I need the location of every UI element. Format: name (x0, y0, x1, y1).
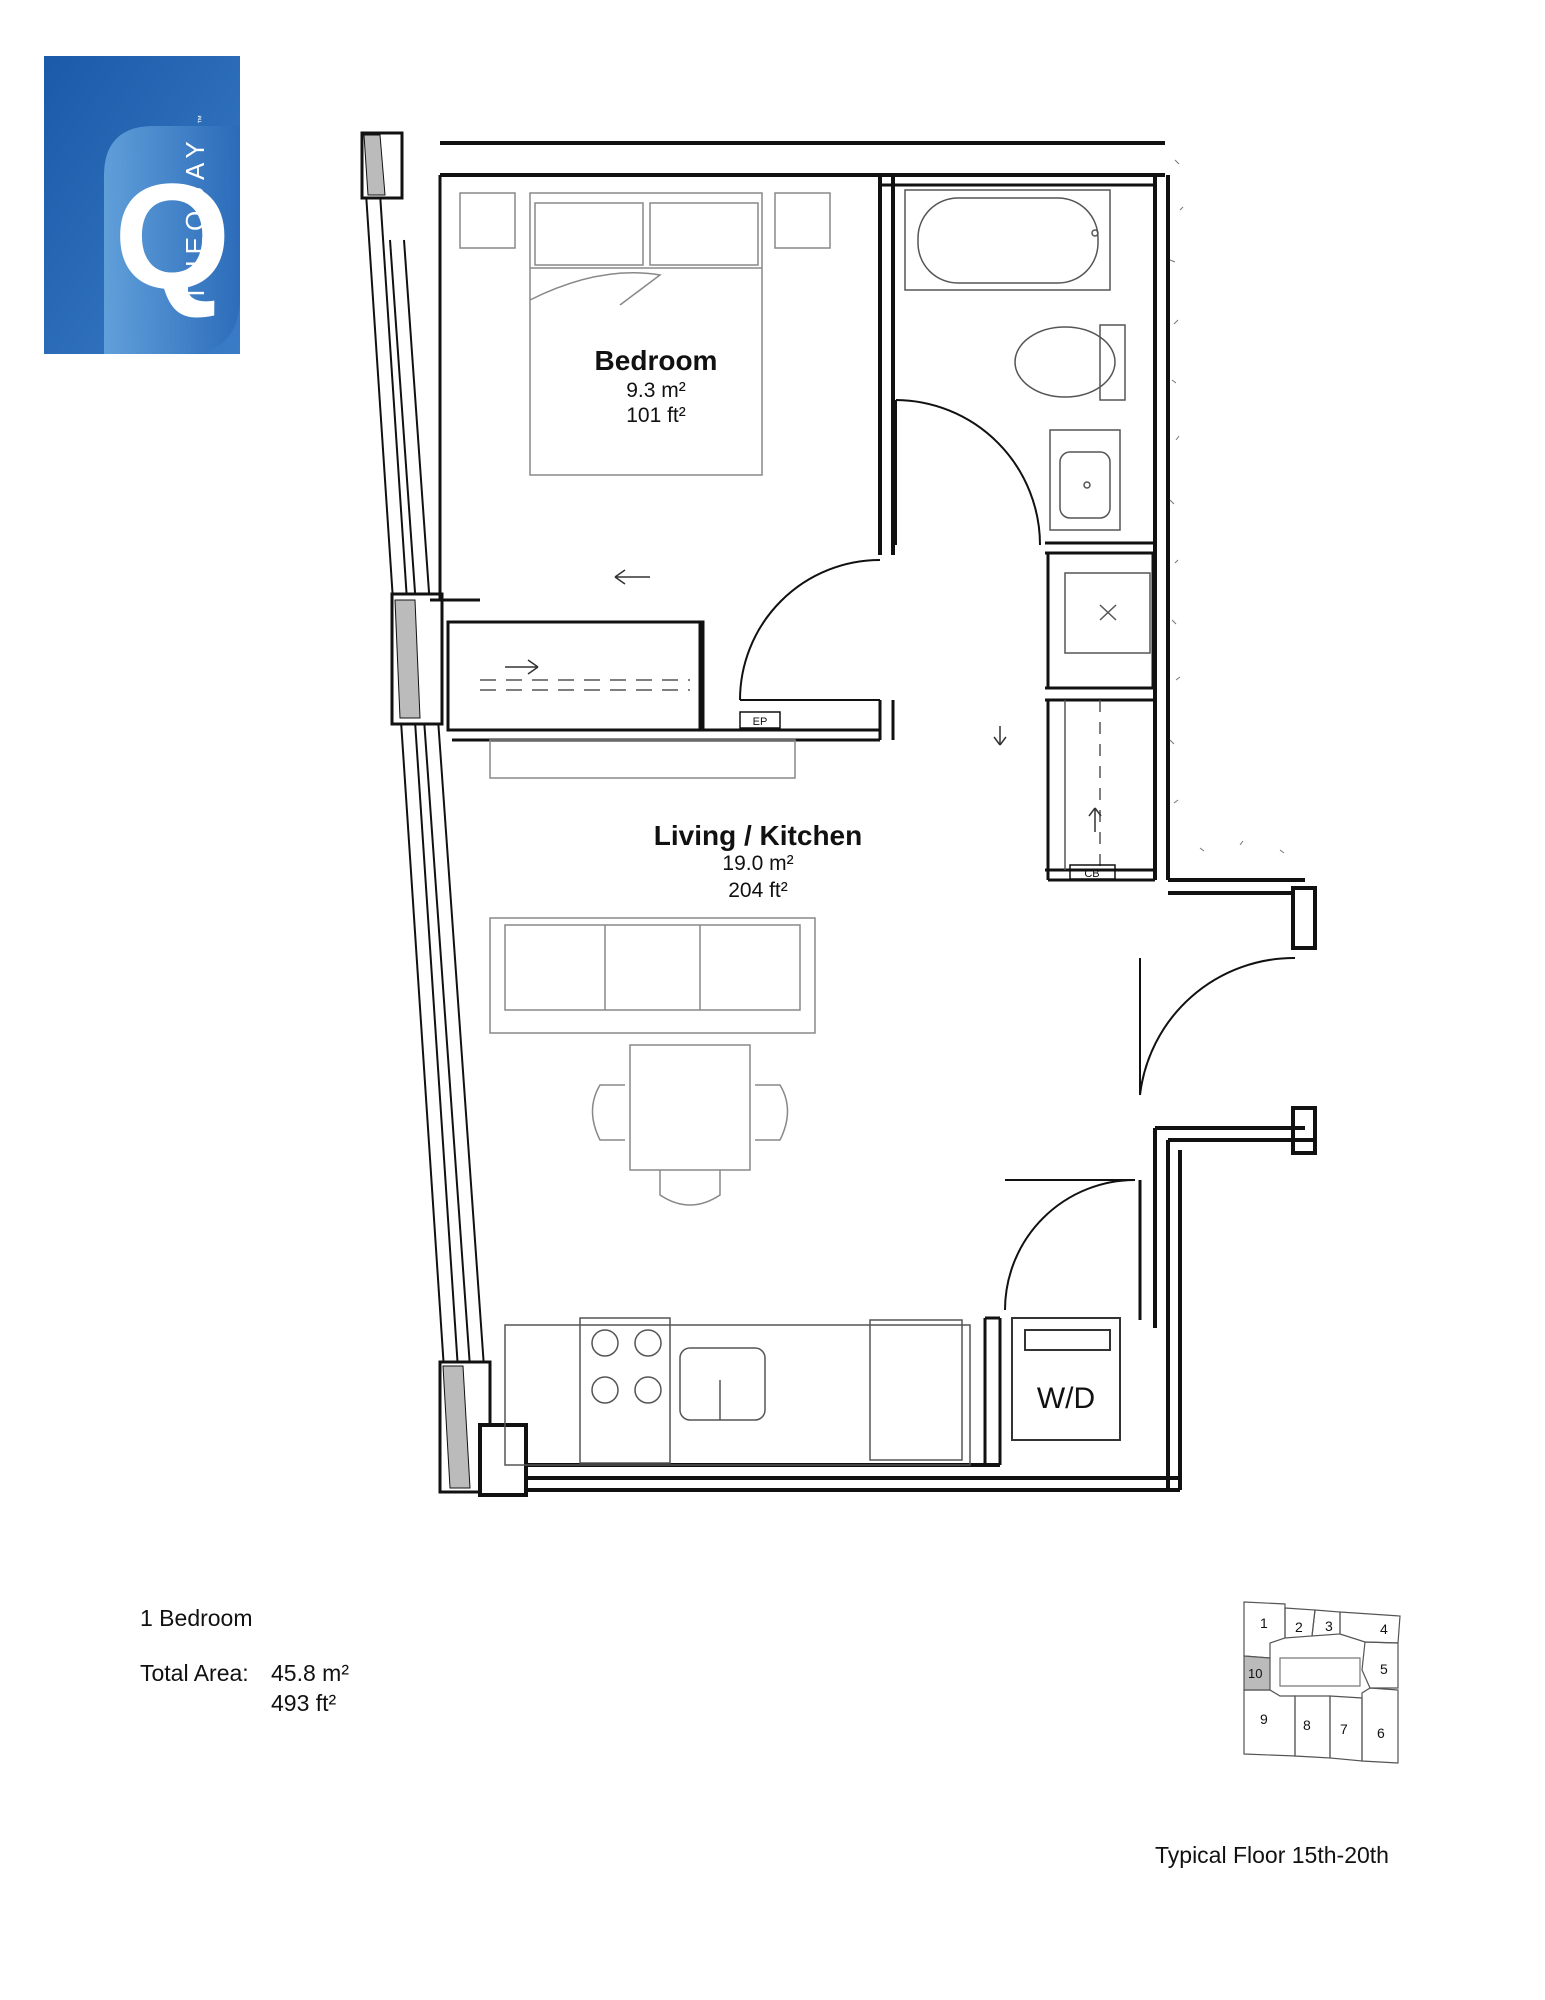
key-unit-3: 3 (1325, 1618, 1333, 1634)
key-unit-4: 4 (1380, 1621, 1388, 1637)
key-unit-8: 8 (1303, 1717, 1311, 1733)
sofa (489, 917, 816, 1034)
closet-rod (480, 679, 1101, 870)
ep-tag: EP (753, 716, 768, 728)
exterior-stipple (1169, 159, 1285, 854)
key-unit-6: 6 (1377, 1725, 1385, 1741)
key-unit-9: 9 (1260, 1711, 1268, 1727)
bedroom-area-ft2: 101 ft² (626, 404, 686, 427)
dining-set (591, 1044, 789, 1206)
bedroom-area-m2: 9.3 m² (626, 379, 686, 402)
cb-tag: CB (1084, 868, 1099, 880)
total-area-m2: 45.8 m² (271, 1660, 349, 1686)
vanity (1049, 429, 1121, 531)
bedroom-door (739, 559, 881, 701)
wd-label: W/D (1037, 1382, 1095, 1415)
unit-type: 1 Bedroom (140, 1605, 253, 1631)
key-unit-7: 7 (1340, 1721, 1348, 1737)
key-plan: 1 2 3 4 5 6 7 8 9 10 (1243, 1601, 1401, 1764)
logo-letter: Q (114, 152, 231, 320)
key-unit-5: 5 (1380, 1661, 1388, 1677)
bathtub (904, 189, 1111, 291)
curtain-wall (360, 131, 493, 1494)
key-unit-1: 1 (1260, 1615, 1268, 1631)
entry-door (1139, 956, 1296, 1096)
media-console (489, 739, 796, 779)
laundry-door (1004, 1179, 1136, 1311)
bedroom-name: Bedroom (595, 345, 718, 376)
toilet (1014, 324, 1126, 401)
arrows (505, 569, 1102, 832)
washer-dryer (1011, 1317, 1121, 1441)
floor-range: Typical Floor 15th-20th (1155, 1842, 1389, 1868)
mechanical-unit (1064, 572, 1151, 654)
kitchen-counter (504, 1317, 971, 1466)
living-name: Living / Kitchen (654, 820, 862, 851)
ep-tag-box (739, 711, 781, 729)
living-area-m2: 19.0 m² (722, 852, 793, 875)
cb-tag-box (1069, 864, 1116, 880)
logo-trademark: ™ (196, 115, 206, 124)
living-area-ft2: 204 ft² (728, 879, 788, 902)
key-unit-2: 2 (1295, 1619, 1303, 1635)
bed (459, 192, 831, 476)
bathroom-door (895, 399, 1041, 546)
key-unit-10: 10 (1248, 1666, 1262, 1681)
total-area-ft2: 493 ft² (271, 1690, 337, 1716)
exterior-walls (440, 141, 1317, 1497)
the-quay-logo: Q THEQUAY ™ (44, 56, 240, 354)
highlighted-unit (1243, 1655, 1271, 1691)
total-area-label: Total Area: (140, 1660, 249, 1686)
logo-word: THEQUAY (180, 135, 210, 301)
